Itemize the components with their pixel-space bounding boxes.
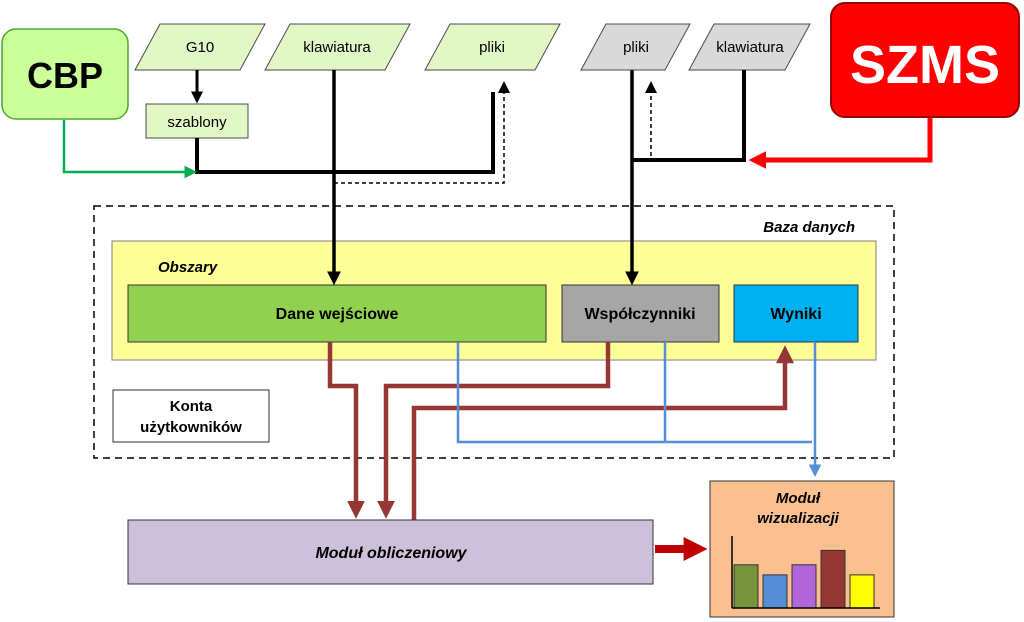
visualization-bar-chart [731, 536, 880, 609]
mini-chart-bar-5 [849, 574, 875, 609]
mini-chart-bar-1 [733, 564, 759, 609]
flow-klawiatura-right-bus [632, 70, 746, 162]
szms-box [830, 2, 1020, 118]
mini-chart-bar-3 [791, 564, 817, 609]
modul-wizualizacji-line1: Moduł [776, 490, 821, 507]
wyniki-box [733, 284, 859, 343]
flow-szablony-bus [195, 92, 495, 174]
flow-cbp-to-bus [62, 120, 197, 179]
wspolczynniki-label: Współczynniki [584, 306, 695, 323]
mini-chart-bar-2 [762, 574, 788, 609]
dane-wejsciowe-box [127, 284, 547, 343]
g10-input [134, 23, 266, 71]
flow-obliczeniowy-to-wyniki [411, 345, 794, 520]
wspolczynniki-box [561, 284, 720, 343]
flow-wsp-to-obliczeniowy [377, 342, 611, 519]
flow-dane-to-obliczeniowy [327, 342, 365, 519]
pliki-right-input [580, 23, 691, 71]
konta-label-line1: Konta [170, 398, 213, 415]
database-label: Baza danych [763, 219, 855, 236]
konta-label-line2: użytkowników [140, 419, 242, 436]
dane-wejsciowe-label: Dane wejściowe [276, 306, 399, 323]
pliki-left-label: pliki [479, 39, 505, 56]
klawiatura-right-label: klawiatura [716, 39, 784, 56]
modul-obliczeniowy-label: Moduł obliczeniowy [315, 545, 467, 562]
konta-uzytkownikow-box [112, 389, 270, 443]
mini-chart-bar-4 [820, 549, 846, 609]
flow-dane-to-pliki-export [334, 81, 510, 184]
areas-label: Obszary [158, 259, 218, 276]
szablony-label: szablony [167, 114, 227, 131]
klawiatura-left-label: klawiatura [303, 39, 371, 56]
flow-szms-to-bus [748, 118, 933, 169]
szms-label: SZMS [850, 35, 1000, 95]
g10-label: G10 [186, 39, 214, 56]
pliki-right-label: pliki [623, 39, 649, 56]
modul-wizualizacji-line2: wizualizacji [757, 510, 840, 527]
database-boundary [93, 205, 895, 459]
wyniki-label: Wyniki [770, 306, 821, 323]
klawiatura-left-input [264, 23, 411, 71]
modul-obliczeniowy-box [127, 519, 654, 585]
klawiatura-right-input [688, 23, 811, 71]
cbp-box [1, 28, 129, 120]
flow-dane-to-wizualizacja [456, 342, 812, 444]
pliki-left-input [424, 23, 561, 71]
cbp-label: CBP [27, 55, 103, 96]
